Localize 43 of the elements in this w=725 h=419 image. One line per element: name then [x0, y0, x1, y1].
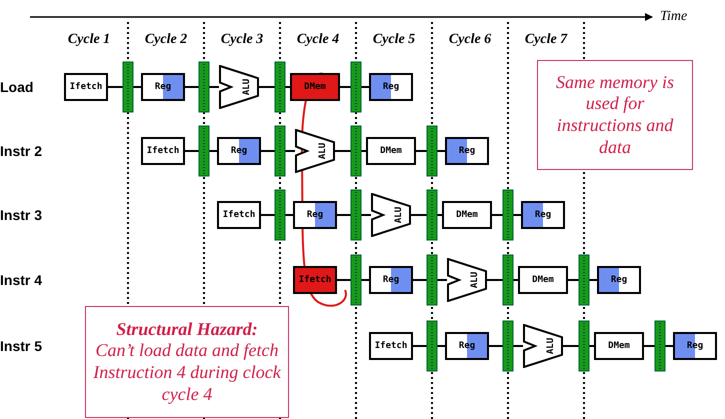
alu-symbol: ALU: [219, 65, 259, 109]
column-header: Cycle 1: [68, 32, 110, 48]
register-read-box: Reg: [217, 137, 261, 165]
memory-stage-box: DMem: [442, 201, 492, 229]
memory-stage-box: DMem: [518, 266, 568, 294]
alu-symbol: ALU: [371, 193, 411, 237]
register-read-box: Reg: [141, 73, 185, 101]
axis-label: Time: [660, 9, 688, 25]
row-label: Instr 5: [0, 338, 42, 354]
column-header: Cycle 5: [372, 32, 416, 48]
column-header: Cycle 6: [448, 32, 492, 48]
column-header: Cycle 4: [296, 32, 340, 48]
alu-symbol: ALU: [295, 129, 335, 173]
register-read-box: Reg: [445, 332, 489, 360]
callout-text: Same memory is used for instructions and data: [555, 72, 675, 158]
fetch-stage-box: Ifetch: [217, 201, 261, 229]
fetch-stage-box: Ifetch: [369, 332, 413, 360]
row-label: Instr 2: [0, 143, 42, 159]
register-read-box: Reg: [369, 266, 413, 294]
fetch-stage-box: Ifetch: [141, 137, 185, 165]
callout-box: [537, 60, 693, 170]
alu-symbol: ALU: [447, 258, 487, 302]
memory-stage-box: DMem: [290, 73, 340, 101]
column-header: Cycle 2: [144, 32, 188, 48]
fetch-stage-box: Ifetch: [64, 73, 108, 101]
callout-box: [85, 306, 289, 418]
row-label: Instr 4: [0, 272, 42, 288]
fetch-stage-box: Ifetch: [293, 266, 337, 294]
row-label: Load: [0, 79, 34, 95]
alu-symbol: ALU: [523, 324, 563, 368]
callout-text: Can’t load data and fetch Instruction 4 during clock cycle 4: [92, 340, 282, 406]
row-label: Instr 3: [0, 207, 42, 223]
register-read-box: Reg: [293, 201, 337, 229]
register-write-box: Reg: [597, 266, 641, 294]
register-write-box: Reg: [521, 201, 565, 229]
column-header: Cycle 3: [220, 32, 264, 48]
memory-stage-box: DMem: [366, 137, 416, 165]
column-header: Cycle 7: [524, 32, 568, 48]
register-write-box: Reg: [369, 73, 413, 101]
callout-heading: Structural Hazard:: [116, 318, 258, 340]
register-write-box: Reg: [673, 332, 717, 360]
register-write-box: Reg: [445, 137, 489, 165]
memory-stage-box: DMem: [594, 332, 644, 360]
